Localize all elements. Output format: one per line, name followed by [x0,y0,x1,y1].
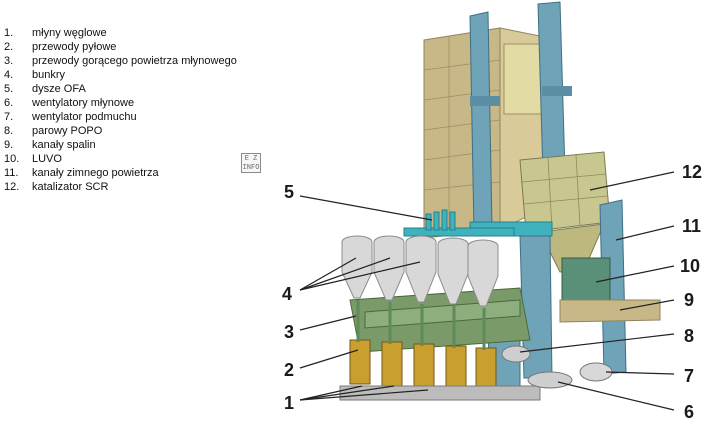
legend-label: wentylatory młynowe [32,97,135,109]
legend-list: 1. młyny węglowe 2. przewody pyłowe 3. prze… [4,26,237,194]
legend-item: 7. wentylator podmuchu [4,110,237,124]
legend-label: katalizator SCR [32,181,109,193]
callout-labels: 1 2 3 4 5 6 7 8 9 10 11 12 [282,162,702,422]
callout-5: 5 [284,182,294,202]
coal-mill [445,345,467,391]
legend-item: 5. dysze OFA [4,82,237,96]
legend-number: 10. [4,153,20,165]
legend-item: 10. LUVO [4,152,237,166]
flue-gas-channel [559,299,661,323]
legend-number: 8. [4,125,14,137]
bunker [467,239,499,307]
legend-number: 5. [4,83,14,95]
bunker [437,237,469,305]
legend-label: przewody gorącego powietrza młynowego [32,55,237,67]
legend-number: 7. [4,111,14,123]
callout-1: 1 [284,393,294,413]
coal-bunkers [341,235,499,307]
legend-item: 11. kanały zimnego powietrza [4,166,237,180]
callout-7: 7 [684,366,694,386]
legend-label: kanały spalin [32,139,96,151]
legend-label: wentylator podmuchu [32,111,137,123]
legend-number: 6. [4,97,14,109]
legend-number: 4. [4,69,14,81]
callout-3: 3 [284,322,294,342]
coal-mill [413,343,435,389]
mill-fans [527,371,573,389]
info-icon-line: INFO [242,164,260,172]
legend-number: 2. [4,41,14,53]
hot-air-duct [364,299,521,329]
legend-item: 9. kanały spalin [4,138,237,152]
legend-item: 6. wentylatory młynowe [4,96,237,110]
coal-pipes [356,300,486,350]
left-flue-duct [469,11,493,233]
callout-4: 4 [282,284,292,304]
ground-slab [339,385,541,401]
legend-item: 8. parowy POPO [4,124,237,138]
callout-10: 10 [680,256,700,276]
coal-mill [349,339,371,385]
duct-bracket [470,96,500,106]
legend-item: 2. przewody pyłowe [4,40,237,54]
bunker [373,235,405,301]
legend-number: 3. [4,55,14,67]
callout-6: 6 [684,402,694,422]
coal-mill [381,341,403,387]
ofa-manifold [403,227,515,237]
legend-number: 11. [4,167,19,179]
leader-lines [299,171,675,411]
callout-8: 8 [684,326,694,346]
scr-catalyst [519,151,611,233]
coal-mill [475,347,497,393]
legend-label: młyny węglowe [32,27,107,39]
legend-item: 12. katalizator SCR [4,180,237,194]
popo-heater [501,345,531,363]
legend-label: LUVO [32,153,62,165]
legend-number: 12. [4,181,20,193]
legend-label: bunkry [32,69,66,81]
callout-12: 12 [682,162,702,182]
callout-2: 2 [284,360,294,380]
callout-11: 11 [682,216,701,236]
legend-label: dysze OFA [32,83,86,95]
legend-number: 1. [4,27,14,39]
legend-label: przewody pyłowe [32,41,117,53]
boiler-structure [339,1,661,401]
legend-item: 4. bunkry [4,68,237,82]
legend-item: 3. przewody gorącego powietrza młynowego [4,54,237,68]
legend-number: 9. [4,139,14,151]
info-icon[interactable]: E Z INFO [241,153,261,173]
bunker [405,235,437,303]
bunker [341,235,373,299]
legend-item: 1. młyny węglowe [4,26,237,40]
ofa-nozzles [425,209,456,231]
info-icon-line: E Z [244,155,258,163]
callout-9: 9 [684,290,694,310]
legend-label: kanały zimnego powietrza [32,167,159,179]
scr-catalyst-grid [521,154,609,230]
duct-bracket [542,86,572,96]
legend-label: parowy POPO [32,125,103,137]
